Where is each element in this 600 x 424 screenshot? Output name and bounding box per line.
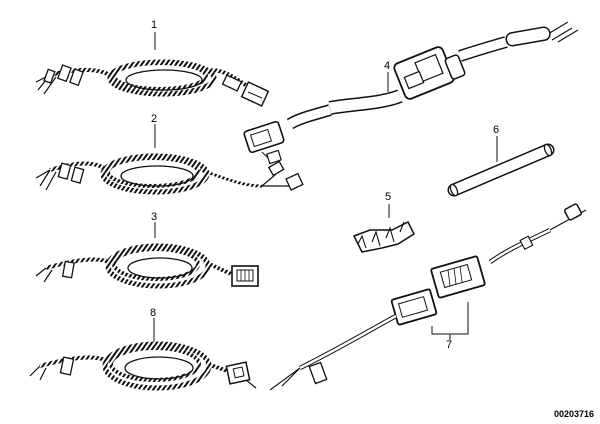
callout-3: 3 <box>151 211 158 223</box>
harness-1 <box>35 32 270 107</box>
cable-7 <box>269 203 587 391</box>
harness-2 <box>35 124 304 195</box>
callout-2: 2 <box>151 113 158 125</box>
terminal-clip-5 <box>352 204 415 253</box>
harness-3 <box>35 222 259 289</box>
harness-8 <box>29 318 257 391</box>
leader-bracket <box>431 302 469 335</box>
connector-assembly-4 <box>243 21 579 165</box>
document-number: 00203716 <box>553 409 594 419</box>
callout-4: 4 <box>384 60 391 72</box>
callout-5: 5 <box>385 191 392 203</box>
callout-7: 7 <box>446 339 453 351</box>
callout-8: 8 <box>150 307 157 319</box>
sleeve-6 <box>447 136 555 197</box>
callout-6: 6 <box>493 124 500 136</box>
callout-1: 1 <box>151 19 158 31</box>
